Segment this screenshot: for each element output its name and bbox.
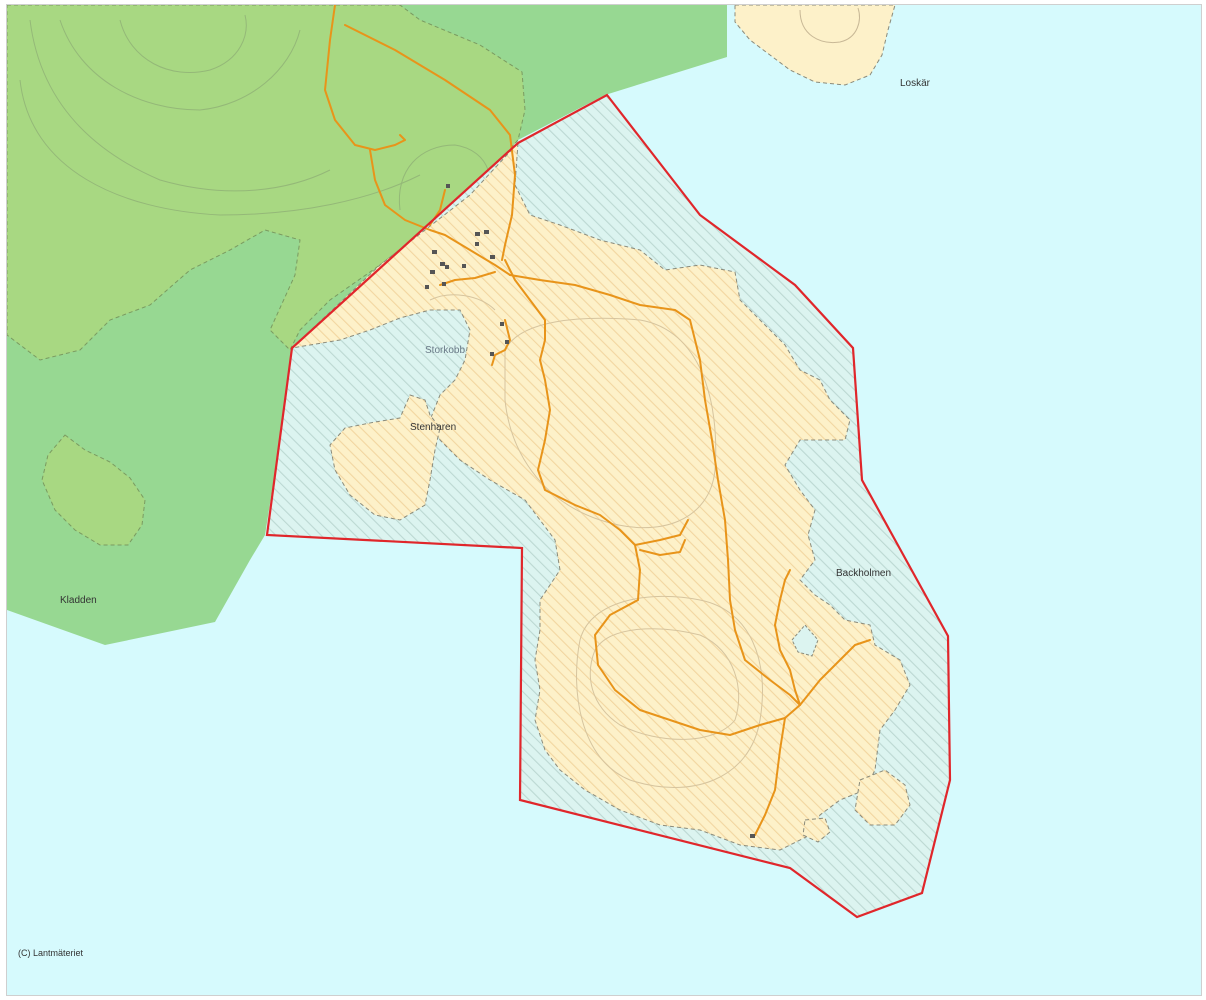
roads [324, 4, 871, 836]
label-storkobb: Storkobb [425, 345, 465, 356]
island-main [290, 141, 911, 851]
contour-line [429, 294, 496, 311]
contour-line [29, 19, 331, 192]
contour-line [119, 14, 247, 74]
islet-west [41, 434, 146, 546]
label-stenharen: Stenharen [410, 422, 456, 433]
contour-line [19, 79, 421, 216]
map-frame [6, 4, 1202, 996]
contour-line [576, 595, 763, 788]
attribution: (C) Lantmäteriet [18, 948, 84, 958]
label-backholmen: Backholmen [836, 568, 891, 579]
open-land-north [6, 4, 526, 361]
island-loskar [734, 4, 896, 86]
buildings [425, 184, 755, 838]
contour-line [589, 628, 740, 740]
reserve-boundary [265, 93, 952, 919]
pond [791, 624, 819, 657]
islet-southeast [854, 769, 911, 826]
label-kladden: Kladden [60, 595, 97, 606]
island-stenharen [329, 394, 441, 521]
label-loskar: Loskär [900, 78, 931, 89]
islet-southeast-small [802, 817, 831, 843]
contour-line [59, 19, 301, 111]
contour-line [799, 7, 860, 44]
